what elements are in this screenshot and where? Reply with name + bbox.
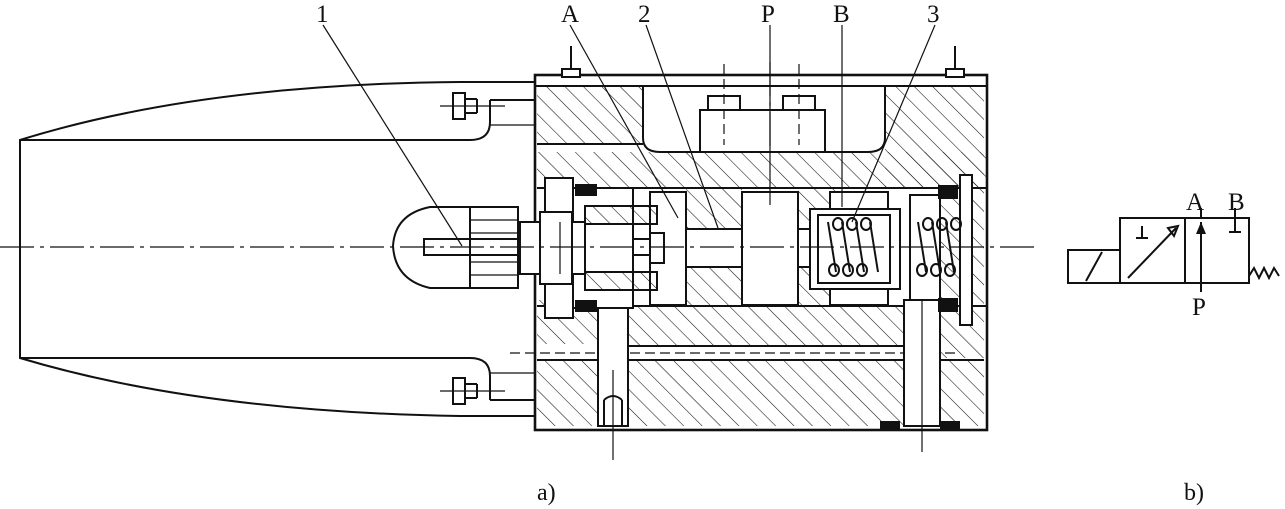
symbol-label-a: A [1186,189,1204,216]
solenoid-housing [19,81,535,417]
callout-2: 2 [638,1,651,28]
left-end-cap [519,177,665,319]
symbol-label-p: P [1192,294,1206,321]
callout-b: B [833,1,850,28]
return-spring [817,214,891,284]
housing-clip-bottom [440,377,505,405]
callout-1: 1 [316,1,329,28]
callout-a: A [561,1,579,28]
housing-clip-top [440,92,505,120]
callout-3: 3 [927,1,940,28]
caption-b: b) [1184,480,1204,506]
caption-a: a) [537,480,556,506]
symbol-label-b: B [1228,189,1245,216]
callout-p: P [761,1,775,28]
callout-leaders [322,24,936,247]
valve-symbol [1067,208,1280,292]
